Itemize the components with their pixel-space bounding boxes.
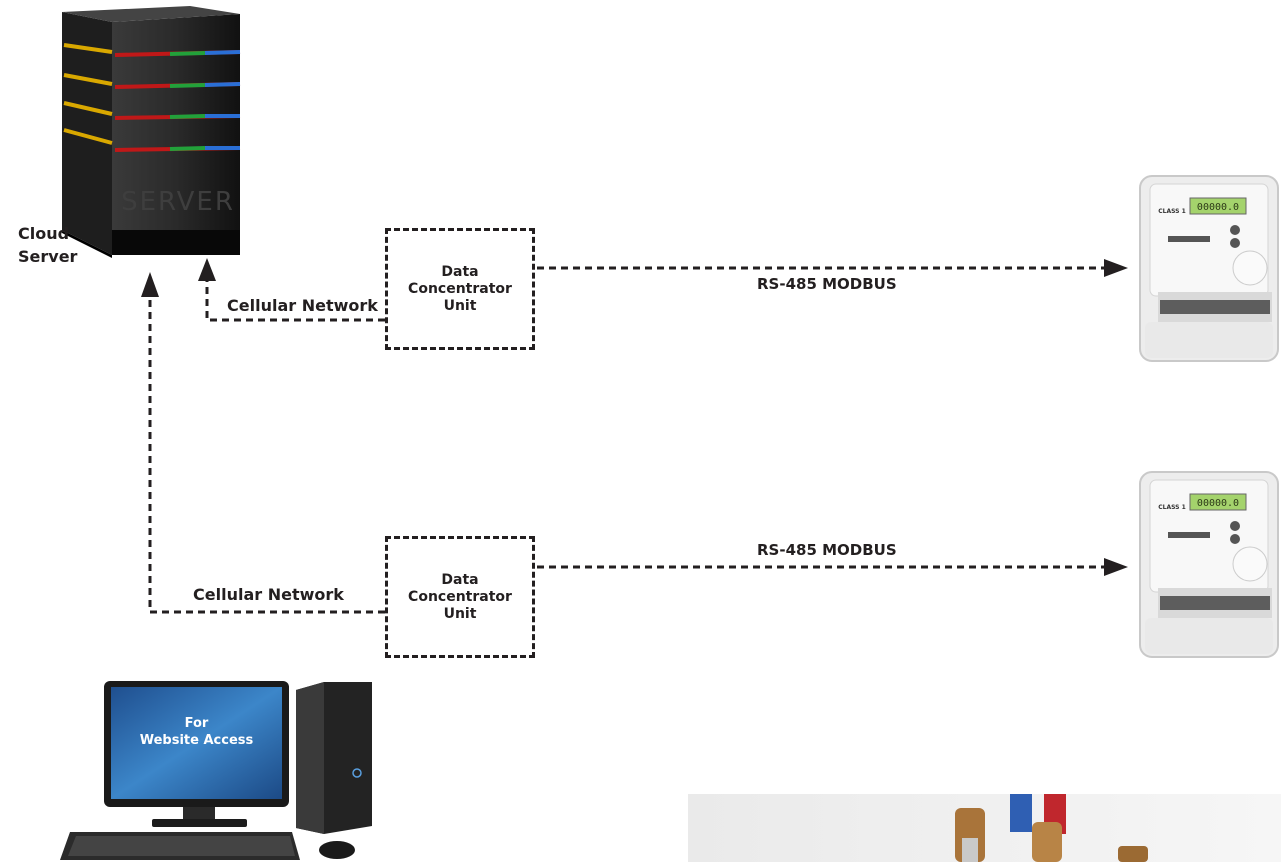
energy-meter-bottom: 00000.0 CLASS 1 — [1139, 471, 1279, 658]
cloud-server-label: Cloud Server — [18, 224, 78, 266]
arrow-right-icon — [1104, 259, 1128, 277]
bottom-cellular-link — [148, 292, 385, 614]
arrow-up-icon — [141, 272, 159, 297]
svg-text:00000.0: 00000.0 — [1197, 498, 1239, 509]
server-engraving: SERVER — [121, 187, 235, 217]
svg-text:00000.0: 00000.0 — [1197, 202, 1239, 213]
top-cellular-network-label: Cellular Network — [227, 296, 378, 315]
top-modbus-label: RS-485 MODBUS — [757, 275, 897, 293]
bottom-cellular-network-label: Cellular Network — [193, 585, 344, 604]
server-illustration: SERVER — [62, 6, 241, 258]
energy-meter-top: 00000.0 CLASS 1 — [1139, 175, 1279, 362]
arrow-right-icon — [1104, 558, 1128, 576]
data-concentrator-unit-top: Data Concentrator Unit — [385, 228, 535, 350]
arrow-up-icon — [198, 258, 216, 281]
svg-text:CLASS 1: CLASS 1 — [1158, 504, 1186, 511]
pipes-photo — [688, 794, 1281, 862]
top-cellular-link — [205, 275, 385, 322]
desktop-computer — [60, 681, 372, 860]
svg-text:CLASS 1: CLASS 1 — [1158, 208, 1186, 215]
bottom-modbus-label: RS-485 MODBUS — [757, 541, 897, 559]
data-concentrator-unit-bottom: Data Concentrator Unit — [385, 536, 535, 658]
computer-screen-text: For Website Access — [139, 716, 254, 748]
